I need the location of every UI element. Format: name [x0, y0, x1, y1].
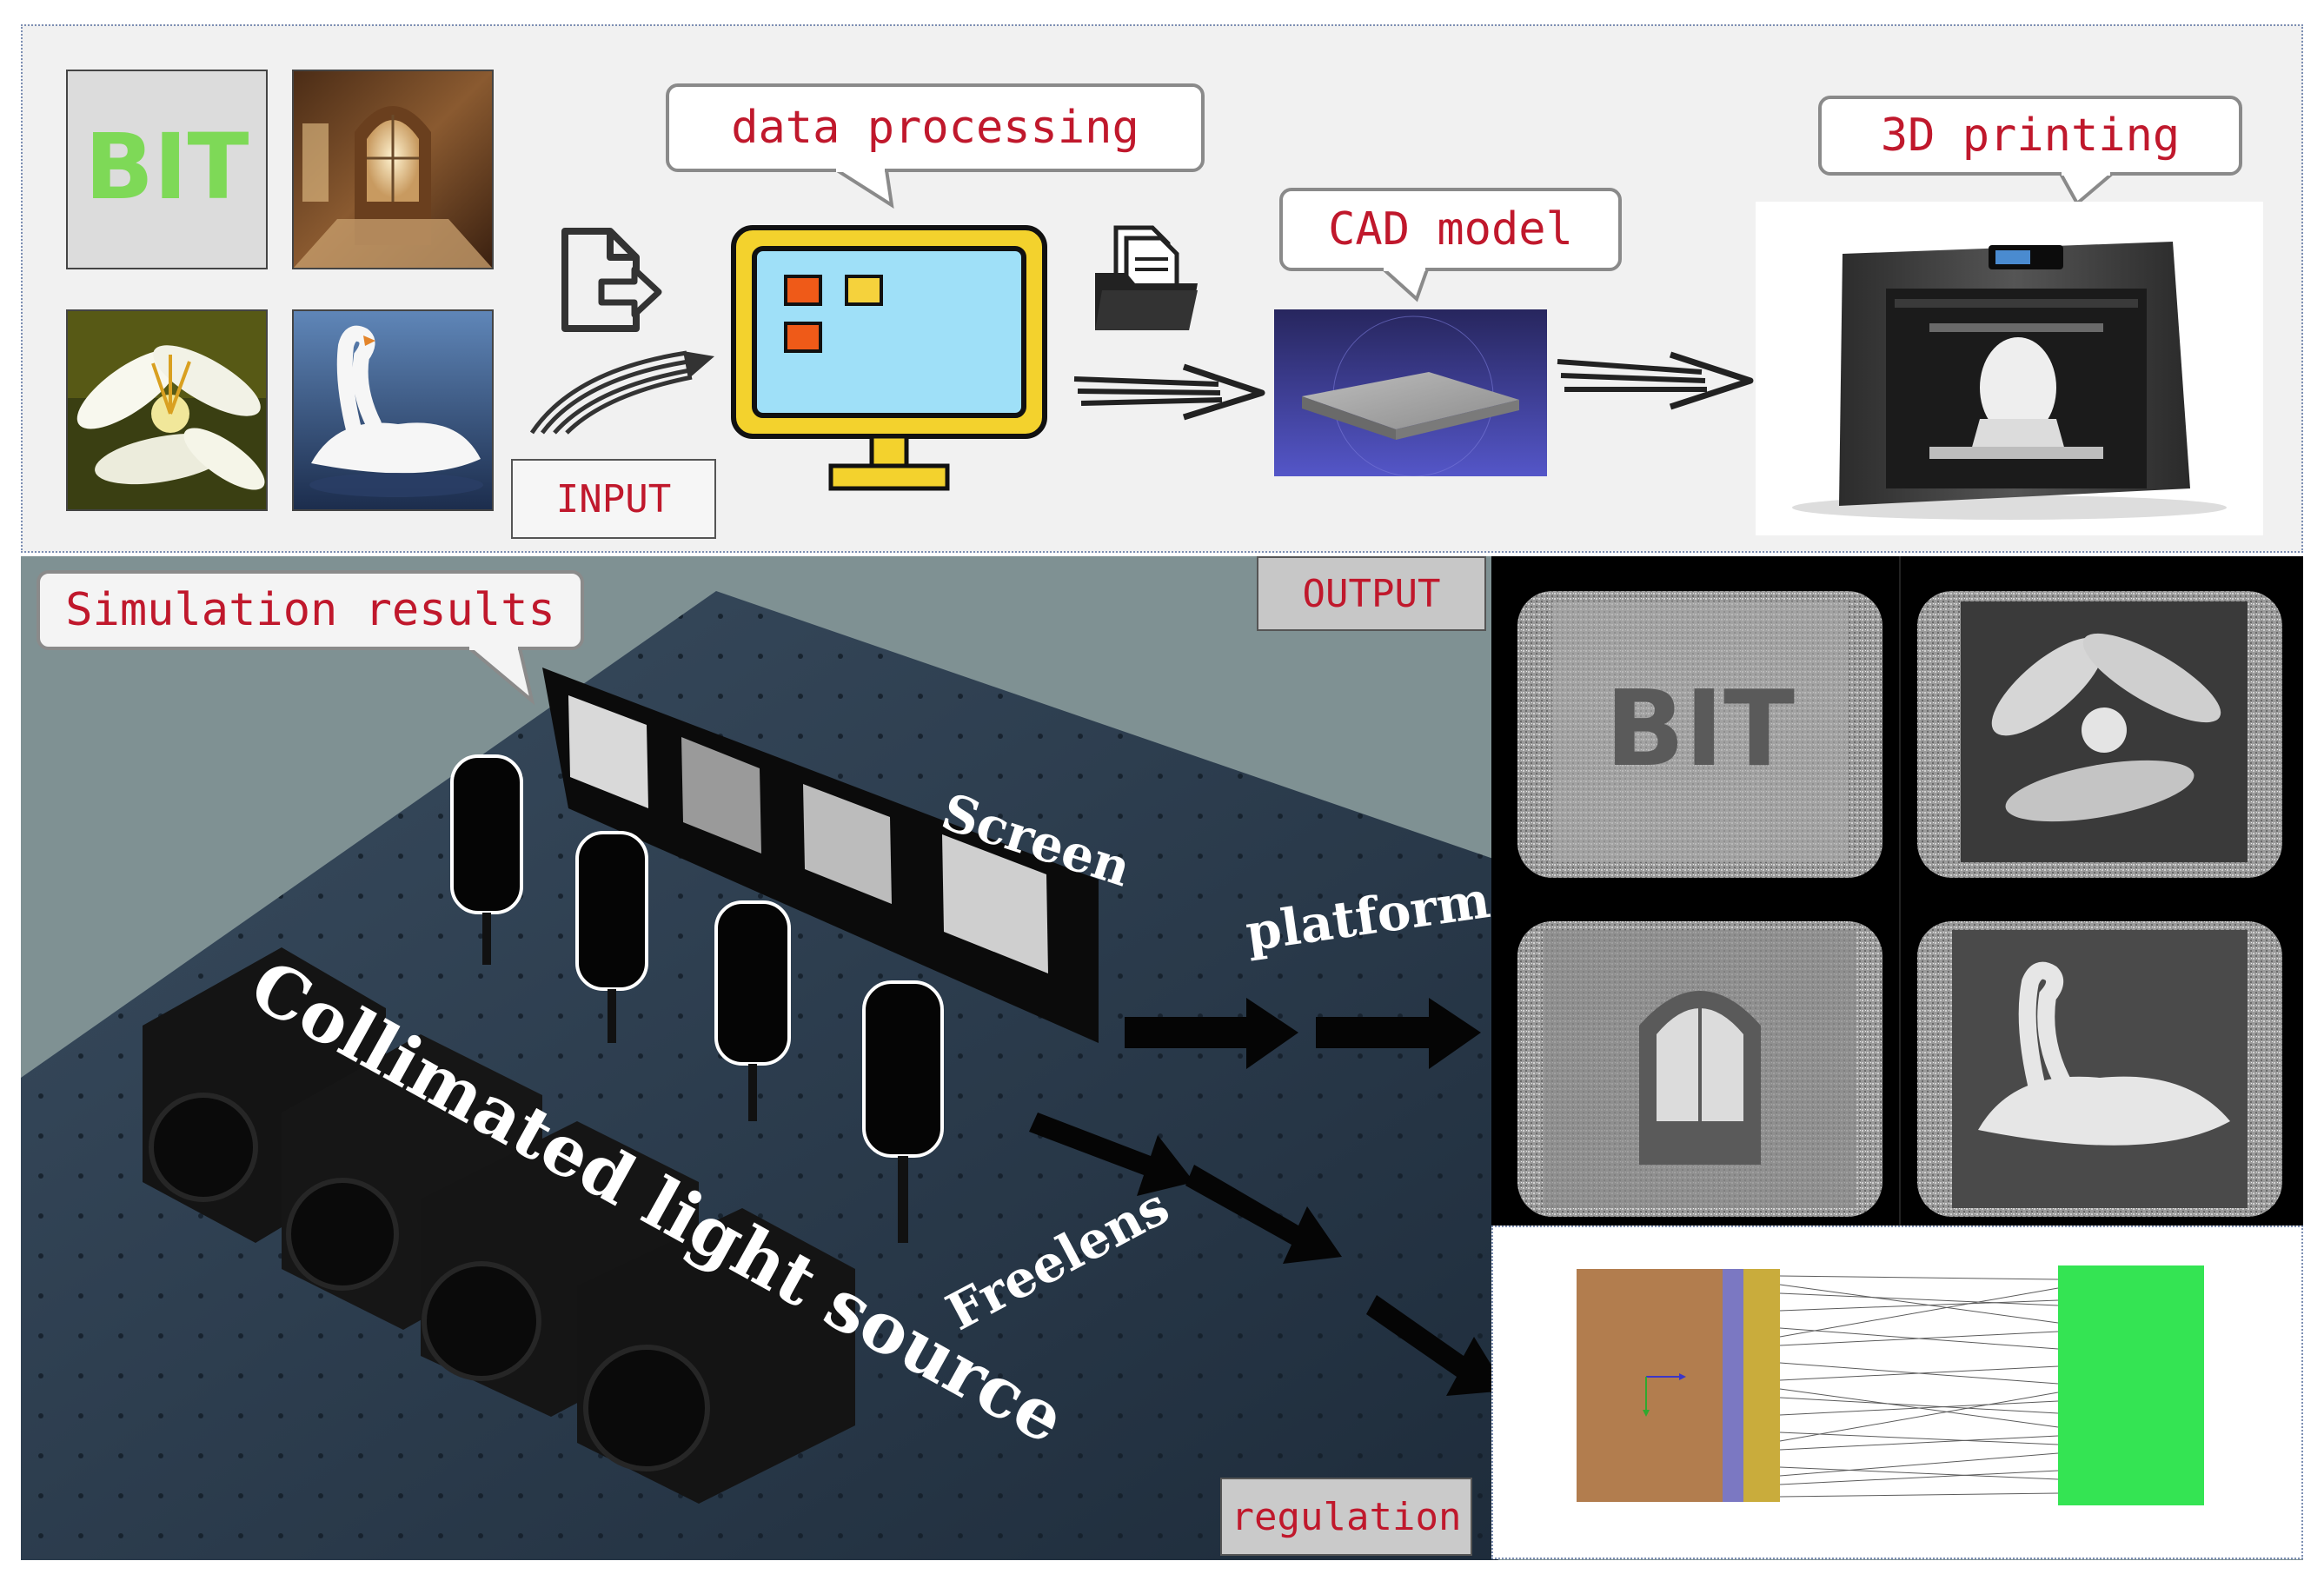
simulation-callout-tail	[468, 647, 535, 706]
result-bit-text: BIT	[1605, 669, 1795, 790]
regulation-label: regulation	[1220, 1478, 1472, 1556]
cad-model-callout: CAD model	[1279, 188, 1622, 271]
printing-callout-text: 3D printing	[1880, 110, 2181, 162]
data-processing-callout-text: data processing	[731, 102, 1139, 154]
data-processing-callout: data processing	[666, 83, 1205, 172]
output-results-grid: BIT	[1491, 556, 2303, 1226]
result-bit: BIT	[1517, 591, 1882, 878]
freelens-arrows	[1029, 1113, 1507, 1396]
motion-arrow-icon	[529, 350, 714, 435]
simulation-callout: Simulation results	[37, 570, 584, 650]
freeform-lenses	[450, 754, 944, 1243]
light-source-slab	[1577, 1269, 1723, 1502]
data-processing-callout-tail	[834, 169, 894, 209]
simulation-callout-text: Simulation results	[65, 584, 555, 636]
platform-arrows	[1125, 998, 1481, 1069]
printing-callout-tail	[2060, 172, 2117, 207]
printing-callout: 3D printing	[1818, 96, 2242, 176]
output-label: OUTPUT	[1257, 556, 1486, 631]
input-swan-photo	[292, 309, 494, 511]
input-bit-logo: BIT	[66, 70, 268, 269]
cad-model-render	[1274, 309, 1547, 476]
cad-model-callout-tail	[1382, 268, 1430, 302]
file-export-icon	[561, 228, 662, 332]
lens-slab	[1723, 1269, 1743, 1502]
motion-arrow-icon	[1557, 351, 1754, 410]
result-lily	[1917, 591, 2282, 878]
ray-trace-panel	[1491, 1226, 2303, 1559]
folder-documents-icon	[1095, 225, 1198, 330]
input-label: INPUT	[511, 459, 716, 539]
ray-bundle	[1779, 1275, 2059, 1498]
collimated-light-sources	[143, 947, 855, 1504]
screen-images	[568, 695, 1048, 973]
cad-model-callout-text: CAD model	[1328, 203, 1573, 256]
screen-slab	[1743, 1269, 1780, 1502]
monitor-icon	[731, 225, 1047, 491]
3d-printer-image	[1756, 202, 2263, 535]
receiver-plane	[2058, 1265, 2204, 1505]
input-lily-photo	[66, 309, 268, 511]
input-cathedral-photo	[292, 70, 494, 269]
motion-arrow-icon	[1073, 363, 1265, 421]
bit-logo-text: BIT	[85, 114, 249, 220]
simulation-panel: Simulation results OUTPUT Screen platfor…	[21, 556, 2303, 1560]
result-swan	[1917, 921, 2282, 1217]
coordinate-axes	[1643, 1373, 1686, 1417]
result-cathedral	[1517, 921, 1882, 1217]
